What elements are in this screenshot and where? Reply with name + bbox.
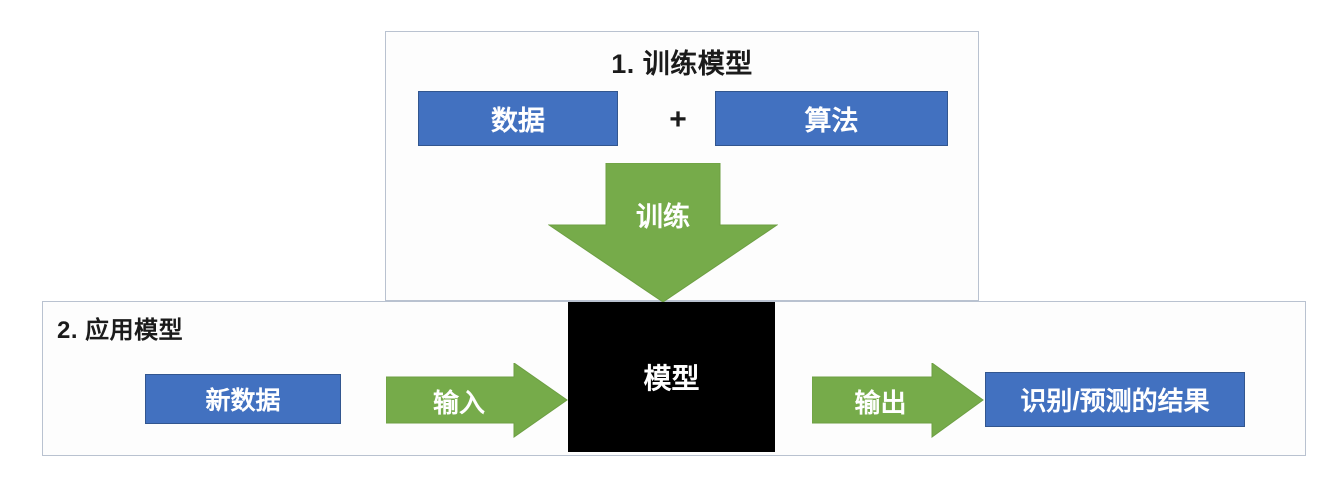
algorithm-box[interactable]: 算法 (715, 91, 948, 146)
train-arrow: 训练 (548, 163, 778, 303)
train-arrow-label: 训练 (636, 202, 690, 232)
model-box[interactable]: 模型 (568, 302, 775, 452)
plus-icon: + (669, 103, 687, 136)
train-arrow-shape (548, 163, 778, 303)
result-box[interactable]: 识别/预测的结果 (985, 372, 1245, 427)
input-arrow: 输入 (386, 363, 568, 438)
input-arrow-label: 输入 (432, 388, 485, 418)
input-arrow-shape (386, 363, 568, 438)
output-arrow: 输出 (812, 363, 984, 438)
new-data-box[interactable]: 新数据 (145, 374, 341, 424)
output-arrow-label: 输出 (854, 388, 907, 418)
training-panel-title: 1. 训练模型 (611, 49, 753, 79)
application-panel-title: 2. 应用模型 (57, 317, 184, 344)
data-box[interactable]: 数据 (418, 91, 618, 146)
output-arrow-shape (812, 363, 984, 438)
